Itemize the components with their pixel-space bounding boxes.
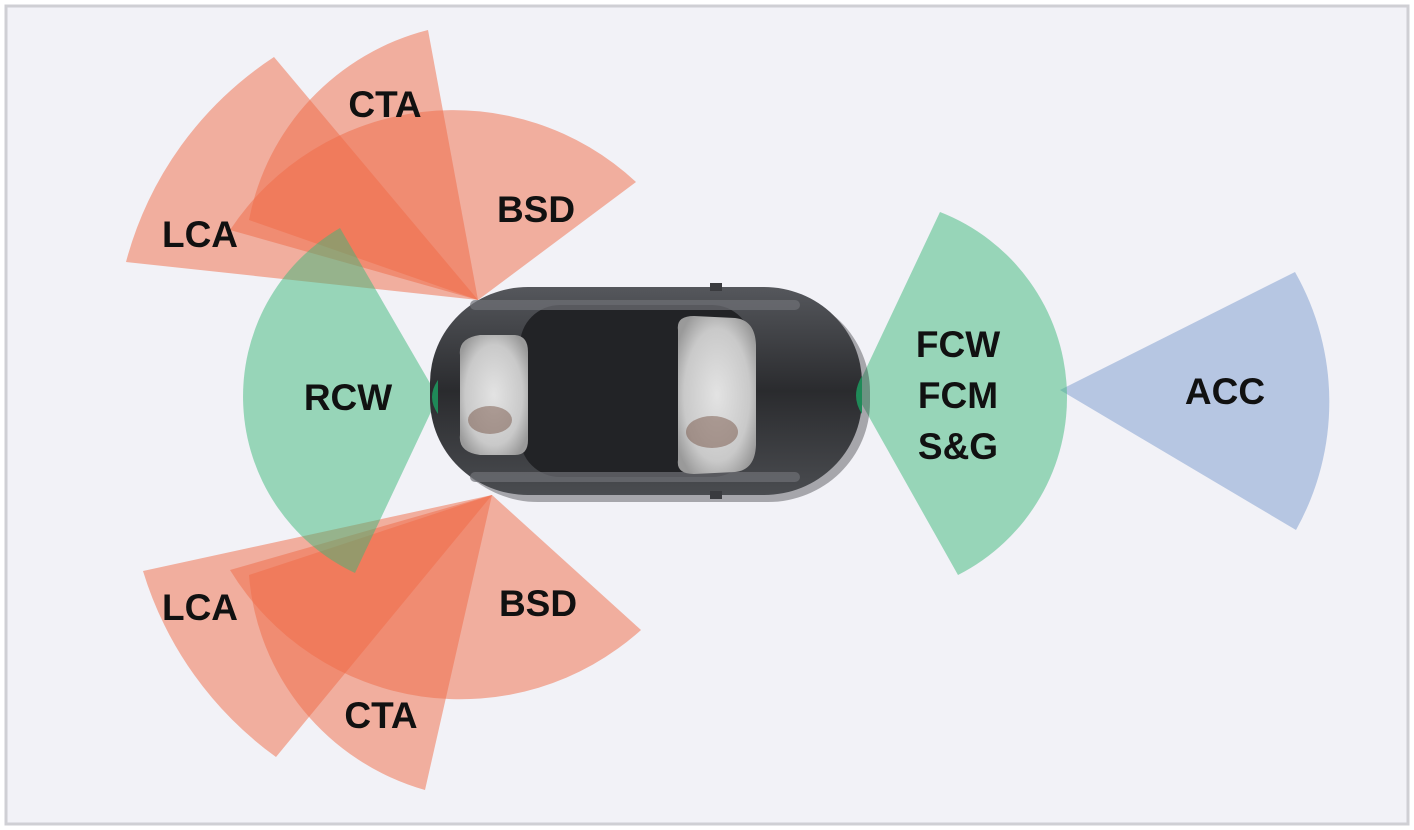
label-lca-top: LCA [162,214,238,255]
label-acc: ACC [1185,371,1265,412]
label-bsd-top: BSD [497,189,575,230]
upper-rear-side-zones [126,30,636,301]
front-sensor [856,376,862,414]
acc-sector [1060,272,1330,530]
label-cta-top: CTA [348,84,421,125]
rcw-sector [243,228,438,573]
label-bsd-bottom: BSD [499,583,577,624]
label-fcm: FCM [918,375,998,416]
rear-sensor [432,380,438,414]
mirror-bottom [710,491,722,499]
mirror-top [710,283,722,291]
label-fcw: FCW [916,324,1000,365]
label-lca-bottom: LCA [162,587,238,628]
front-sector [855,212,1067,575]
label-rcw: RCW [304,377,392,418]
rear-seat-shade [468,406,512,434]
car-side-trim-top [470,300,800,310]
car-top-view [430,283,870,502]
rear-window [459,335,528,455]
car-side-trim-bottom [470,472,800,482]
label-cta-bottom: CTA [344,695,417,736]
front-seat-shade [686,416,738,448]
front-window [677,316,756,474]
label-sg: S&G [918,426,998,467]
